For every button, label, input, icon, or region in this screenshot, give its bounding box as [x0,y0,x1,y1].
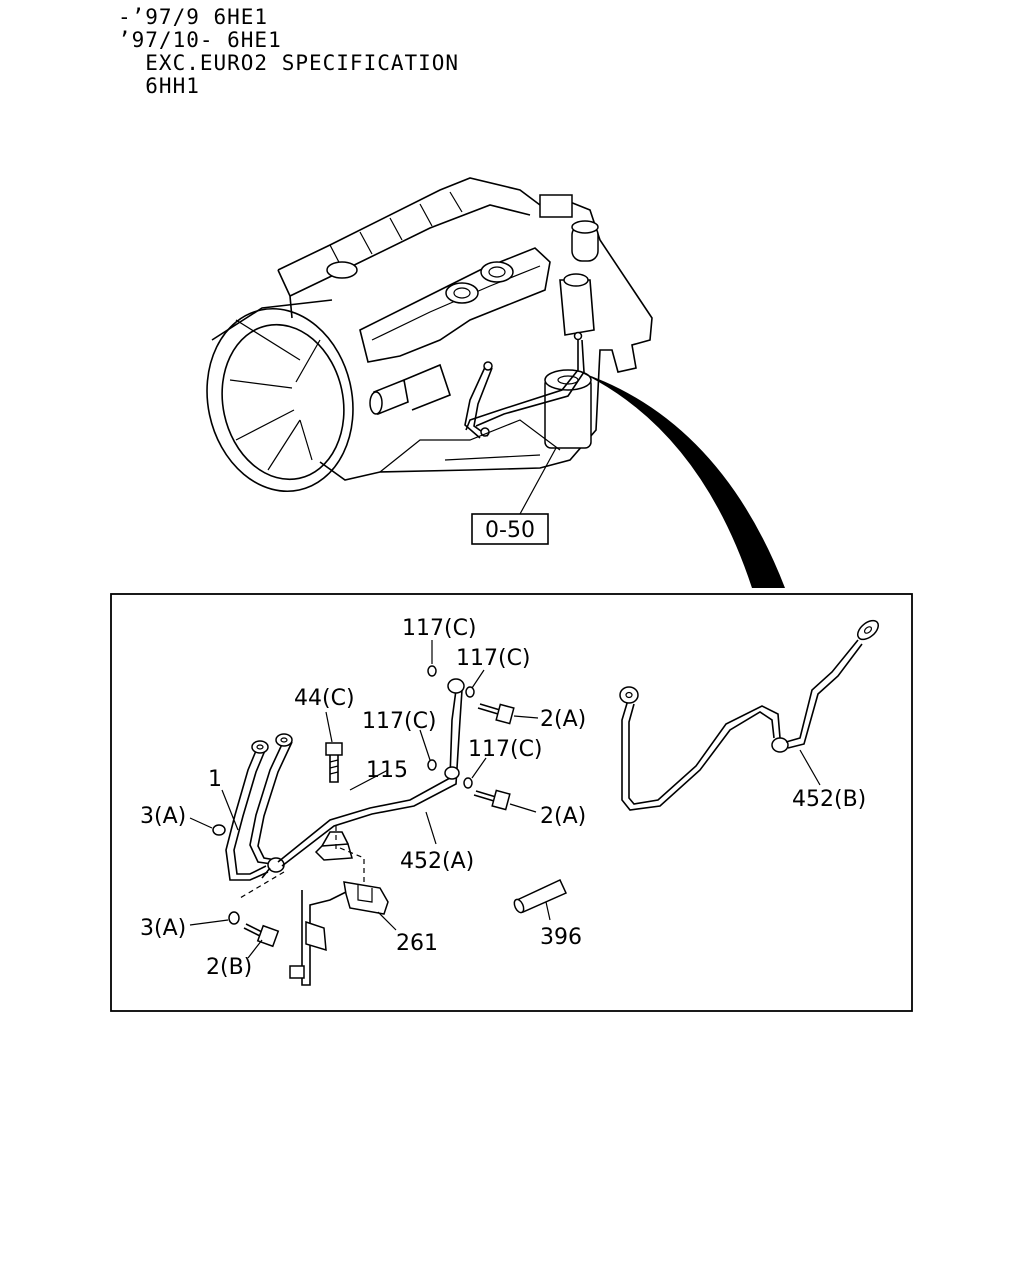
reference-box[interactable]: 0-50 [471,513,549,545]
header-line-3: EXC.EURO2 SPECIFICATION [118,51,460,75]
callout-2a-2: 2(A) [540,804,586,829]
callout-1: 1 [208,767,222,792]
washer-117c-1 [427,665,437,677]
part-44c-bolt [325,742,343,783]
header-line-4: 6HH1 [118,74,200,98]
part-261-bracket [289,881,389,986]
callout-117c-2: 117(C) [456,646,531,671]
reference-box-label: 0-50 [485,518,535,543]
callout-44c: 44(C) [294,686,355,711]
header-line-1: -’97/9 6HE1 [118,5,269,29]
detail-connector-arrow [580,372,785,588]
part-2a-bolt-upper [477,703,515,725]
washer-117c-2 [465,686,475,698]
part-452b-fuel-pipe [619,619,879,811]
part-452a-fuel-pipe [277,678,465,867]
callout-2b: 2(B) [206,955,252,980]
callout-2a-1: 2(A) [540,707,586,732]
callout-117c-3: 117(C) [362,709,437,734]
detail-frame [110,593,913,1012]
callout-117c-1: 117(C) [402,616,477,641]
callout-117c-4: 117(C) [468,737,543,762]
part-396-pin [513,879,568,914]
part-2b-bolt [243,923,280,948]
part-1-fuel-pipe [225,733,293,881]
washer-3a-2 [228,911,240,925]
part-115-clip [314,831,353,861]
callout-452b: 452(B) [792,787,866,812]
washer-117c-3 [427,759,437,771]
washer-117c-4 [463,777,473,789]
part-2a-bolt-lower [473,789,511,811]
callout-261: 261 [396,931,438,956]
callout-3a-1: 3(A) [140,804,186,829]
leader-lines [189,640,821,959]
callout-396: 396 [540,925,582,950]
diagram-header: -’97/9 6HE1 ’97/10- 6HE1 EXC.EURO2 SPECI… [118,6,459,98]
callout-452a: 452(A) [400,849,474,874]
callout-3a-2: 3(A) [140,916,186,941]
engine-illustration [206,177,653,515]
header-line-2: ’97/10- 6HE1 [118,28,282,52]
washer-3a-1 [212,824,226,836]
callout-115: 115 [366,758,408,783]
